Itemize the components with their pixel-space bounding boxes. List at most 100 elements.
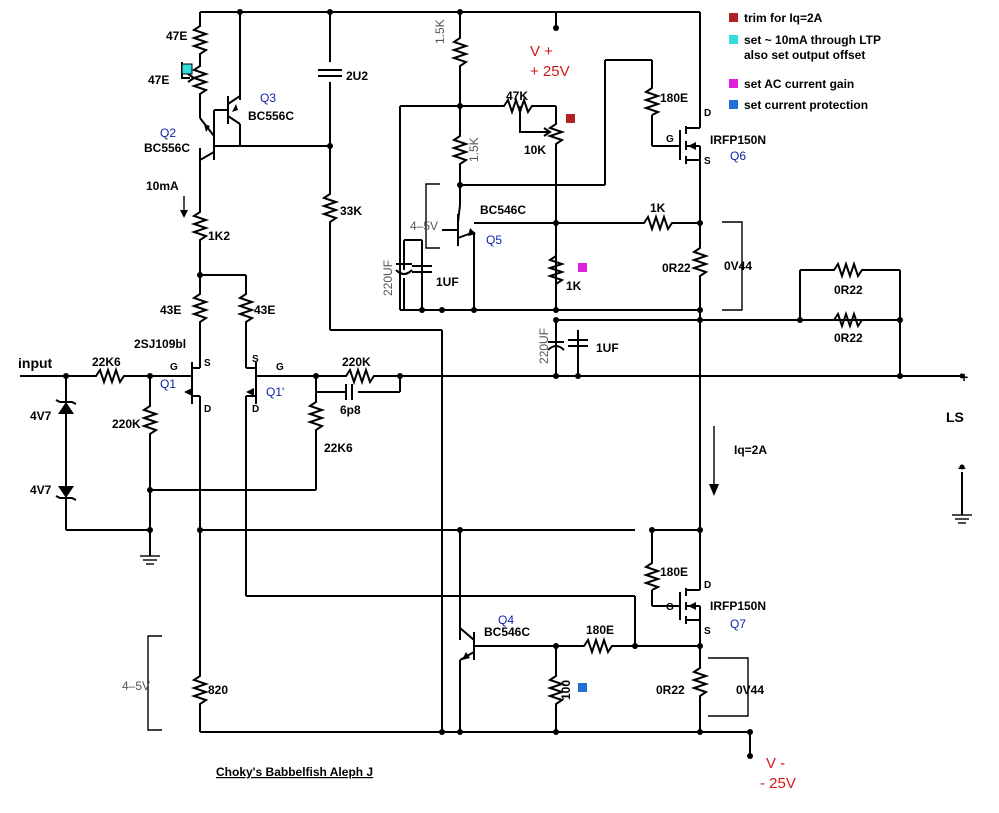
resistor-820-label: 820 <box>208 683 228 697</box>
capacitor-220uf-top-label: 220UF <box>381 260 395 296</box>
resistor-1k2-symbol <box>190 200 210 245</box>
transistor-q2-symbol <box>199 110 218 161</box>
q7-ref: Q7 <box>730 617 746 631</box>
q6-source-pin: S <box>704 156 711 167</box>
resistor-47k-symbol <box>500 96 540 116</box>
marker-ltp <box>181 63 193 75</box>
legend: trim for Iq=2A set ~ 10mA through LTP al… <box>729 11 881 112</box>
bracket-0v44-bottom <box>708 657 749 717</box>
q7-part: IRFP150N <box>710 599 766 613</box>
legend-swatch <box>729 35 738 44</box>
capacitor-6p8-label: 6p8 <box>340 403 361 417</box>
resistor-47e-top-label: 47E <box>166 29 187 43</box>
resistor-0r22-top-label: 0R22 <box>662 261 691 275</box>
resistor-33k-symbol <box>320 190 340 230</box>
q1b-ref: Q1' <box>266 385 284 399</box>
resistor-47e-top-symbol <box>190 22 210 58</box>
labels: V + + 25V V - - 25V 47E 47E Q3 BC556C Q2… <box>18 19 968 792</box>
zener-bottom-symbol <box>55 486 77 505</box>
legend-label: also set output offset <box>744 48 865 62</box>
resistor-1k-vertical-symbol <box>546 250 566 298</box>
ground-input-symbol <box>140 555 160 565</box>
capacitor-220uf-mid-label: 220UF <box>537 328 551 364</box>
resistor-0r22-top-symbol <box>690 240 710 285</box>
q6-gate-pin: G <box>666 134 674 145</box>
q7-gate-pin: G <box>666 602 674 613</box>
q6-ref: Q6 <box>730 149 746 163</box>
resistor-47e-pot-symbol <box>190 58 210 98</box>
bracket-4-5v-top-label: 4–5V <box>410 219 438 233</box>
resistor-1k5-top-label: 1.5K <box>433 19 447 44</box>
q4-part: BC546C <box>484 625 530 639</box>
legend-label: trim for Iq=2A <box>744 11 823 25</box>
marker-current-protection <box>578 683 587 692</box>
q5-ref: Q5 <box>486 233 502 247</box>
zener-top-label: 4V7 <box>30 409 52 423</box>
capacitor-1uf-mid-label: 1UF <box>596 341 619 355</box>
q4-ref: Q4 <box>498 613 514 627</box>
resistor-43e-right-label: 43E <box>254 303 275 317</box>
pot-10k-label: 10K <box>524 143 546 157</box>
transistor-q3-symbol <box>214 95 241 146</box>
resistor-1k5-mid-label: 1.5K <box>467 137 481 162</box>
resistor-100-symbol <box>546 670 566 712</box>
transistor-q1-symbol <box>180 362 201 404</box>
zener-diodes <box>55 390 77 505</box>
current-10ma-label: 10mA <box>146 179 179 193</box>
resistor-1k5-mid-symbol <box>450 132 470 166</box>
transistor-q1b-symbol <box>245 362 268 404</box>
resistor-43e-left-symbol <box>190 288 210 330</box>
capacitor-2u2-symbol <box>318 69 342 77</box>
zener-top-symbol <box>55 390 77 486</box>
q1-drain-pin: D <box>204 404 211 415</box>
legend-swatch <box>729 100 738 109</box>
resistor-47e-pot-label: 47E <box>148 73 169 87</box>
marker-iq <box>566 114 575 123</box>
capacitor-1uf-mid-symbol <box>568 330 588 376</box>
resistor-0r22-a-label: 0R22 <box>834 283 863 297</box>
q7-drain-pin: D <box>704 580 711 591</box>
capacitor-2u2-label: 2U2 <box>346 69 368 83</box>
resistor-0r22-a-symbol <box>830 260 870 280</box>
resistor-0r22-bottom-symbol <box>690 660 710 706</box>
resistor-180e-bottom-symbol <box>642 560 662 591</box>
resistor-1k2-label: 1K2 <box>208 229 230 243</box>
bracket-4-5v-bottom <box>147 635 162 731</box>
resistor-220k-input-symbol <box>140 400 160 440</box>
capacitor-1uf-top-label: 1UF <box>436 275 459 289</box>
ground-symbols <box>140 514 972 565</box>
legend-label: set ~ 10mA through LTP <box>744 33 881 47</box>
measurement-marks <box>147 183 965 731</box>
bracket-0v44-bottom-label: 0V44 <box>736 683 764 697</box>
transistor-symbols <box>180 95 701 661</box>
capacitor-1uf-top-symbol <box>412 240 432 310</box>
resistor-1k5-top-symbol <box>450 34 470 72</box>
resistor-1k-vertical-label: 1K <box>566 279 582 293</box>
legend-label: set AC current gain <box>744 77 854 91</box>
resistor-0r22-bottom-label: 0R22 <box>656 683 685 697</box>
q1-part: 2SJ109bl <box>134 337 186 351</box>
resistor-33k-label: 33K <box>340 204 362 218</box>
q3-ref: Q3 <box>260 91 276 105</box>
q1b-gate-pin: G <box>276 362 284 373</box>
schematic-title: Choky's Babbelfish Aleph J <box>216 765 373 779</box>
current-iq-label: Iq=2A <box>734 443 767 457</box>
resistor-43e-left-label: 43E <box>160 303 181 317</box>
legend-swatch <box>729 79 738 88</box>
resistor-180e-q4-symbol <box>580 636 618 656</box>
capacitor-6p8-symbol <box>345 384 353 400</box>
ls-minus-label: – <box>958 459 966 475</box>
resistor-1k-horizontal-symbol <box>640 213 680 233</box>
bracket-0v44-top <box>722 221 743 311</box>
q7-source-pin: S <box>704 626 711 637</box>
resistor-47k-label: 47K <box>506 89 528 103</box>
ls-label: LS <box>946 409 964 425</box>
input-label: input <box>18 355 53 371</box>
q6-part: IRFP150N <box>710 133 766 147</box>
q6-drain-pin: D <box>704 108 711 119</box>
ground-ls-symbol <box>952 514 972 524</box>
legend-label: set current protection <box>744 98 868 112</box>
resistor-22k6-input-label: 22K6 <box>92 355 121 369</box>
resistor-220k-input-label: 220K <box>112 417 141 431</box>
capacitors <box>318 69 588 400</box>
